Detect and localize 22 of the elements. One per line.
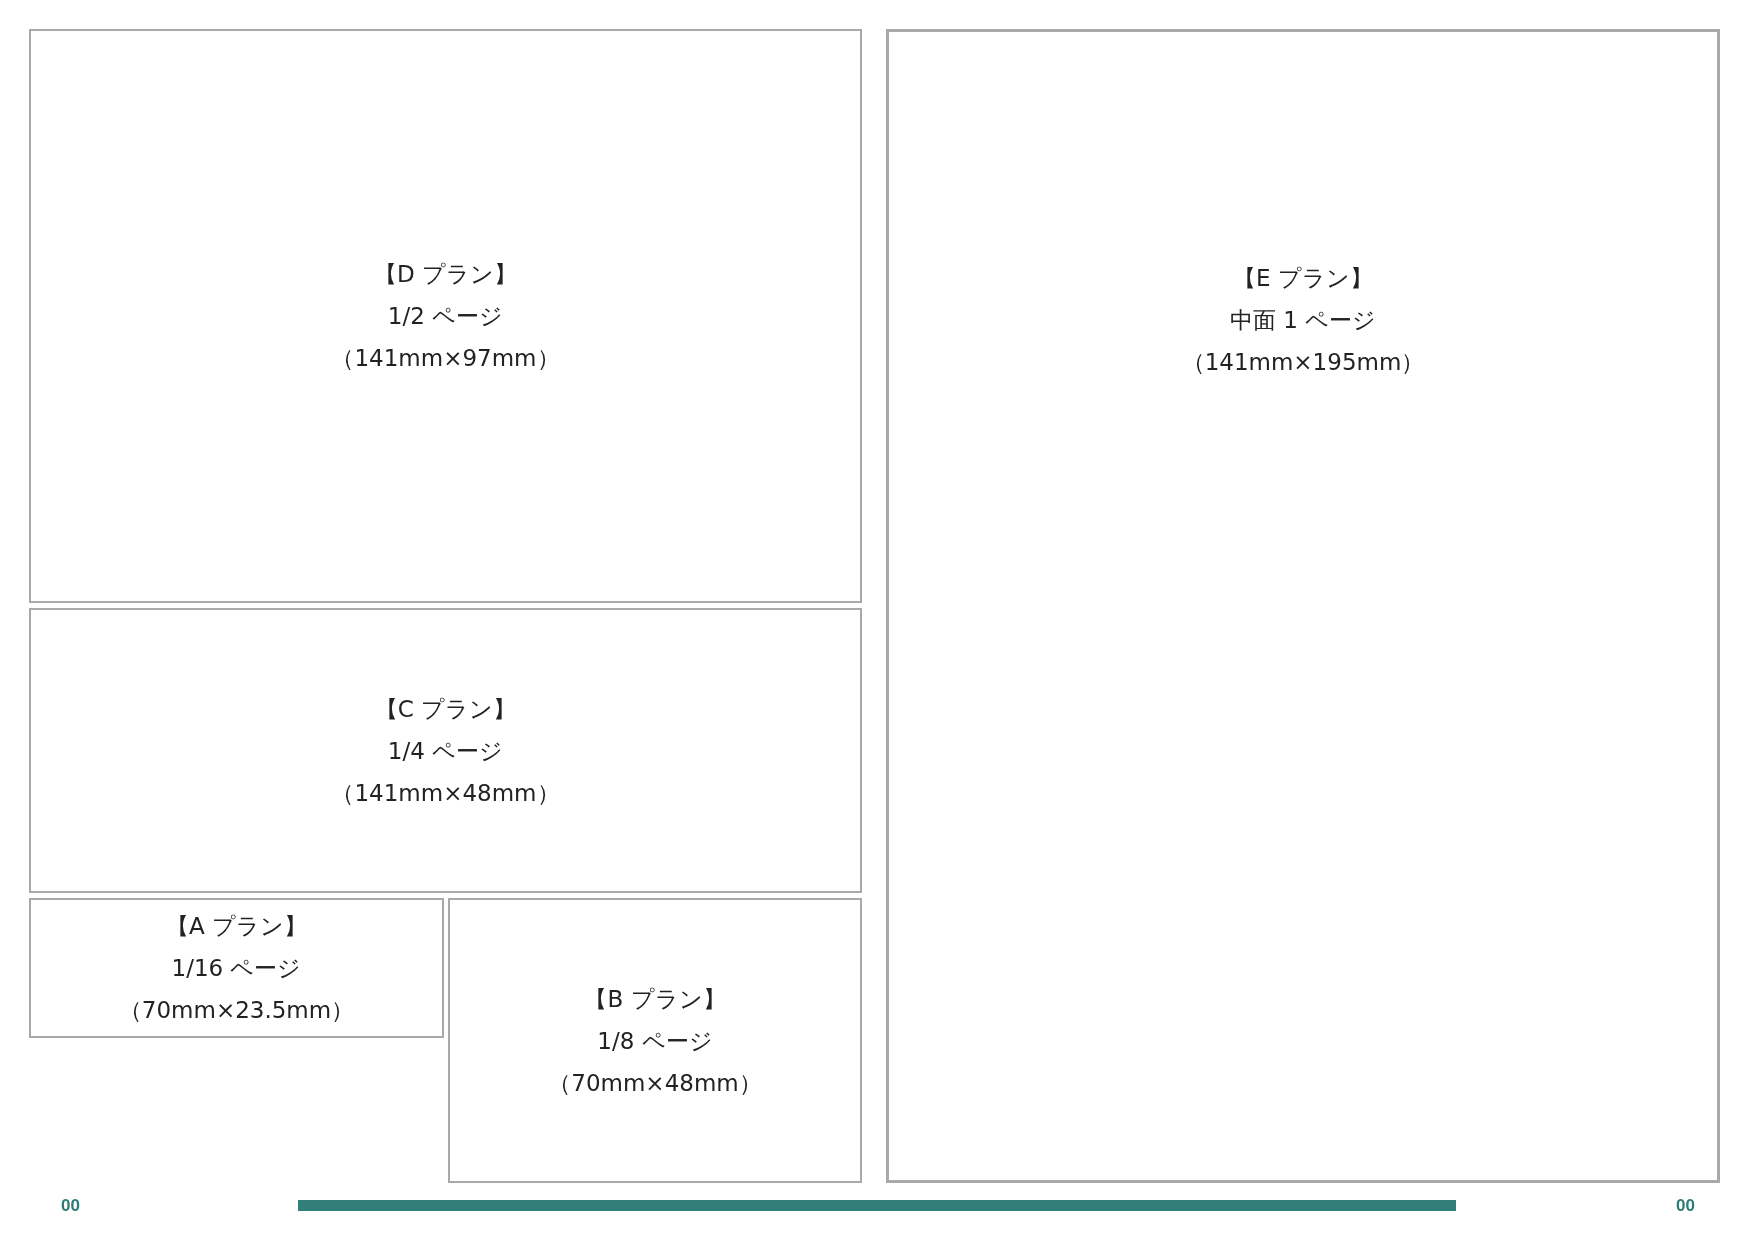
plan-text: 1/16 ページ: [171, 954, 302, 983]
plan-text: 【D プラン】: [374, 260, 517, 289]
ad-space-box: [886, 29, 1720, 1183]
plan-text: 【B プラン】: [584, 984, 726, 1014]
ad-space-box: [29, 898, 444, 1038]
plan-text: （70mm×48mm）: [548, 1068, 762, 1098]
ad-space-box: [448, 898, 862, 1183]
plan-text: 【C プラン】: [374, 694, 517, 724]
plan-text: （141mm×97mm）: [331, 344, 560, 373]
ad-space-box: [29, 608, 862, 893]
plan-text: 中面 1 ページ: [1229, 306, 1377, 335]
plan-text: 【E プラン】: [1233, 264, 1373, 293]
plan-text: 1/4 ページ: [387, 736, 504, 766]
plan-text: （141mm×48mm）: [331, 778, 560, 808]
plan-text: （70mm×23.5mm）: [118, 996, 355, 1025]
plan-text: 1/2 ページ: [387, 302, 504, 331]
page-number: 00: [1676, 1196, 1695, 1216]
plan-text: （141mm×195mm）: [1181, 348, 1425, 377]
ad-space-box: [29, 29, 862, 603]
plan-text: 1/8 ページ: [597, 1026, 713, 1056]
plan-text: 【A プラン】: [165, 912, 307, 941]
page-number: 00: [61, 1196, 80, 1216]
